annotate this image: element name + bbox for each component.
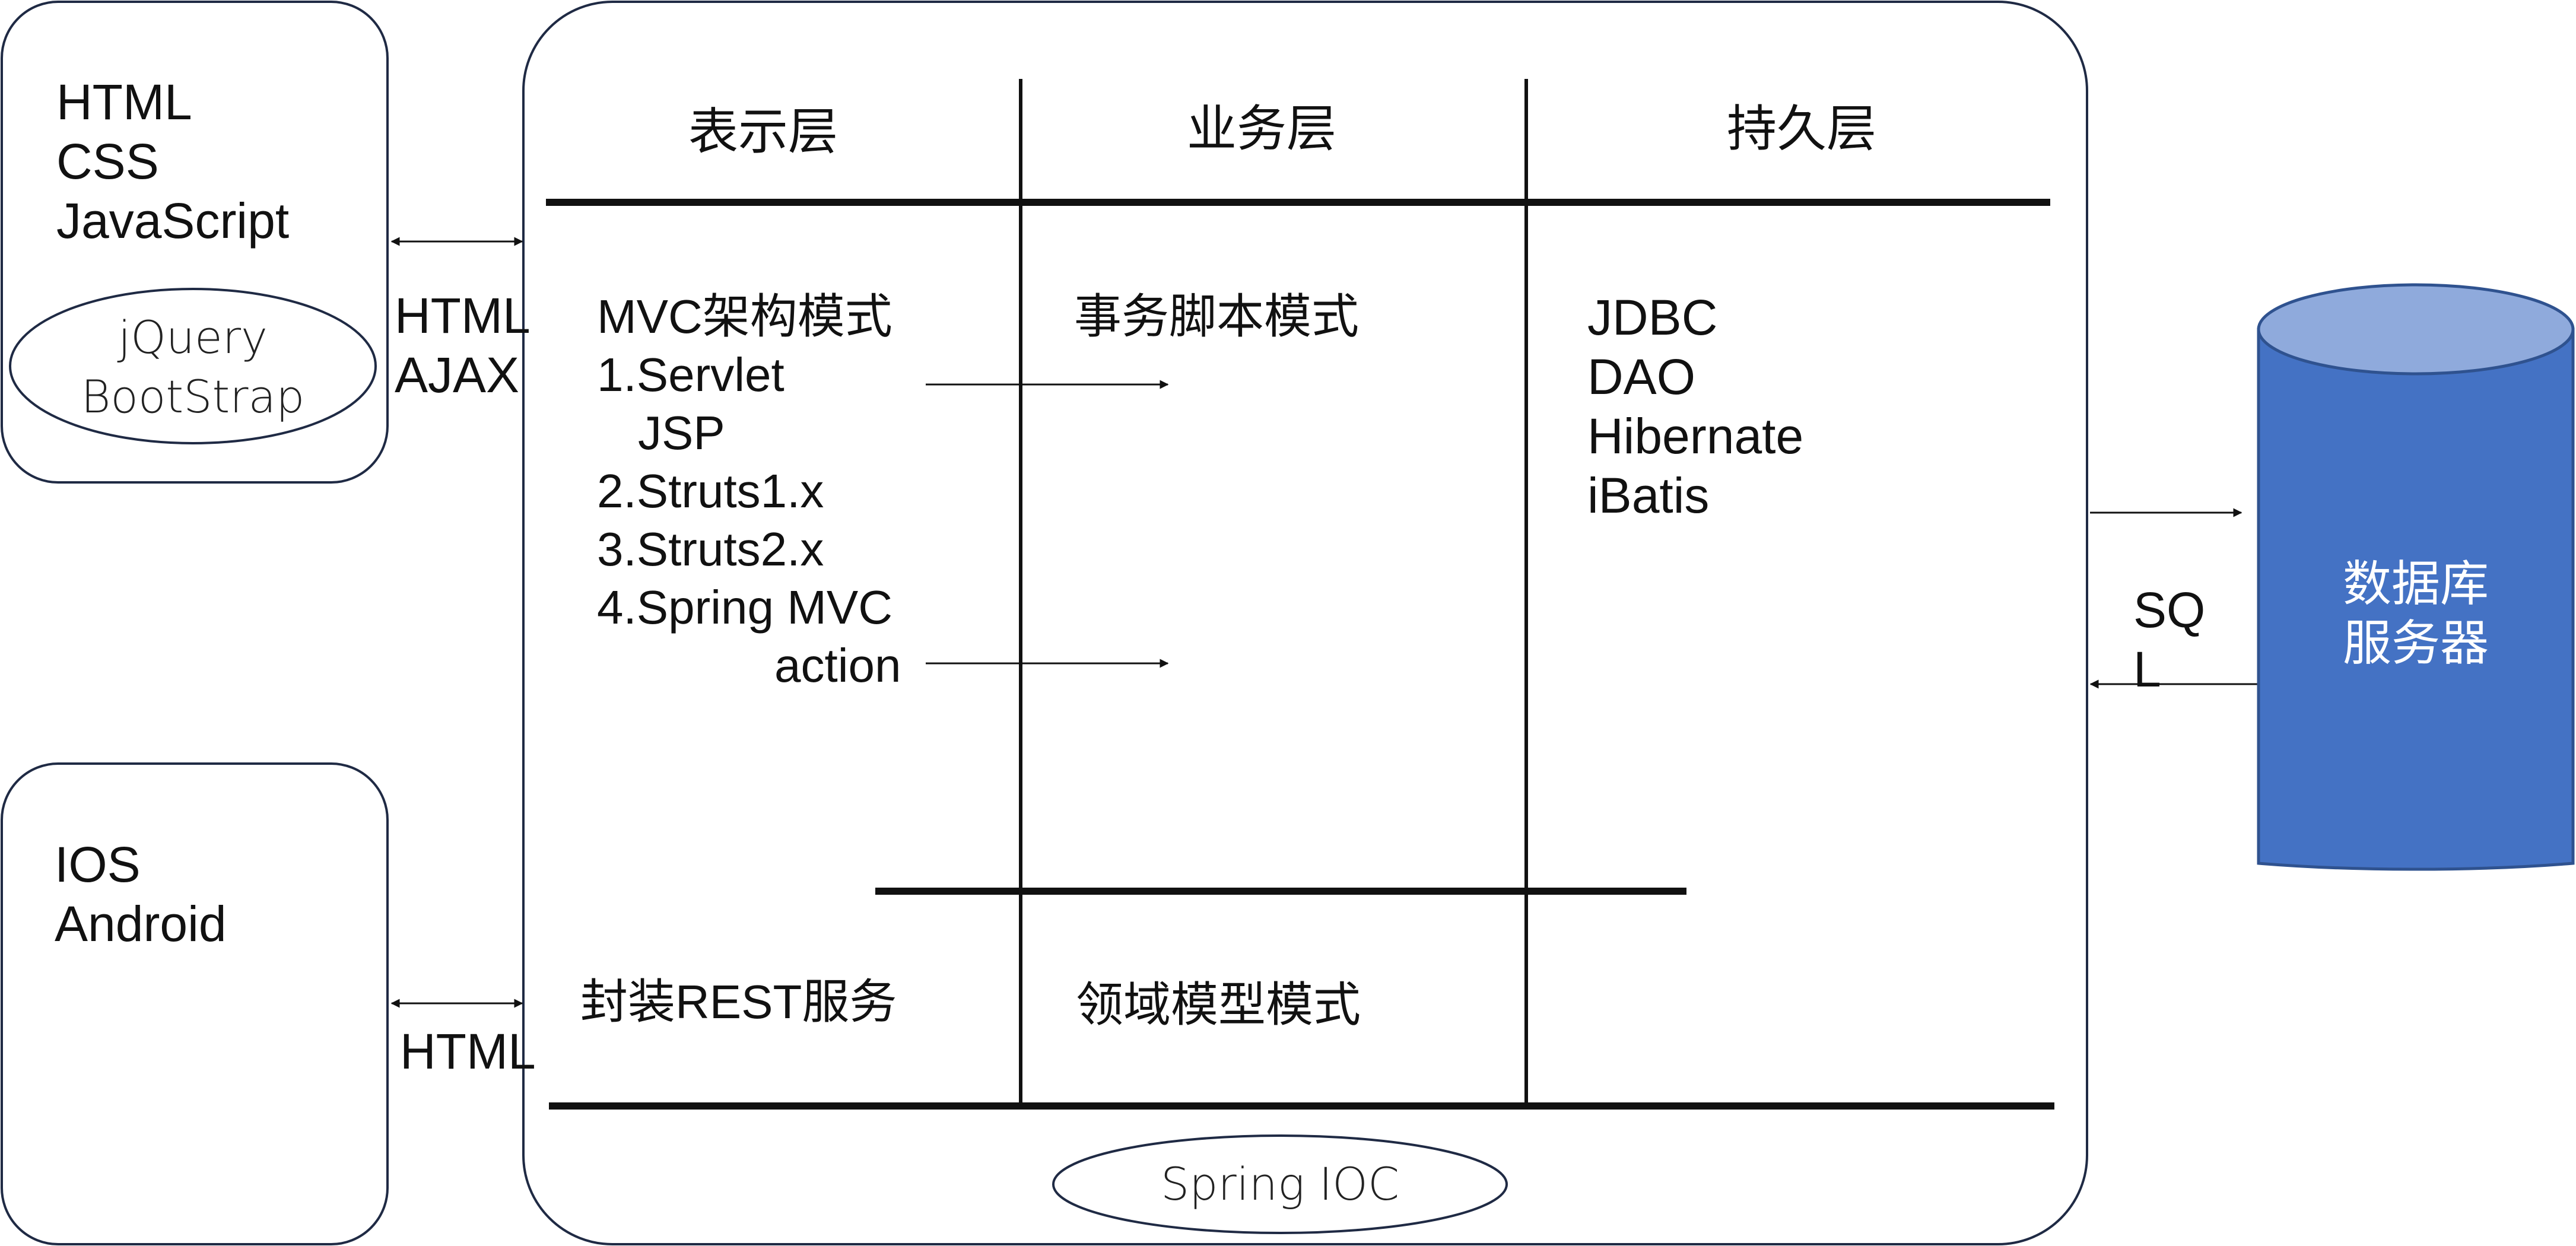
- presentation-servlet: 1.Servlet: [597, 348, 784, 401]
- library-bootstrap: BootStrap: [81, 370, 305, 423]
- browser-tech-html: HTML: [56, 74, 192, 130]
- server-box: [522, 1, 2088, 1245]
- mobile-client-box: [1, 762, 389, 1245]
- sql-label-line1: SQ: [2133, 582, 2206, 638]
- presentation-struts2: 3.Struts2.x: [597, 523, 824, 576]
- mobile-android: Android: [55, 896, 227, 952]
- browser-client-box: [1, 1, 389, 484]
- presentation-action: action: [774, 639, 901, 692]
- browser-tech-css: CSS: [56, 134, 159, 189]
- spring-ioc-label: Spring IOC: [1160, 1158, 1400, 1210]
- presentation-spring-mvc: 4.Spring MVC: [597, 581, 892, 634]
- jquery-bootstrap-ellipse: [9, 288, 377, 444]
- jquery-bootstrap-label: jQuery BootStrap: [15, 308, 371, 427]
- browser-tech-js: JavaScript: [56, 193, 290, 249]
- column-header-presentation: 表示层: [688, 104, 838, 160]
- column-header-business: 业务层: [1187, 101, 1337, 157]
- persistence-hibernate: Hibernate: [1587, 408, 1804, 464]
- rest-service-label: 封装REST服务: [580, 975, 897, 1028]
- persistence-dao: DAO: [1587, 349, 1696, 405]
- persistence-list: JDBC DAO Hibernate iBatis: [1587, 288, 1803, 525]
- business-domain-model: 领域模型模式: [1076, 978, 1361, 1031]
- mobile-platform-list: IOS Android: [55, 835, 227, 953]
- database-label-line2: 服务器: [2342, 616, 2489, 670]
- mobile-ios: IOS: [55, 837, 141, 892]
- persistence-ibatis: iBatis: [1587, 468, 1710, 523]
- presentation-struts1: 2.Struts1.x: [597, 465, 824, 517]
- database-cylinder: [2257, 283, 2575, 871]
- browser-link-label: HTML AJAX: [395, 286, 531, 405]
- browser-link-ajax: AJAX: [395, 347, 520, 403]
- persistence-jdbc: JDBC: [1587, 290, 1718, 345]
- spring-ioc-ellipse: [1052, 1134, 1508, 1234]
- sql-label-line2: L: [2133, 641, 2161, 697]
- presentation-jsp: JSP: [638, 406, 725, 459]
- browser-tech-list: HTML CSS JavaScript: [56, 72, 289, 250]
- sql-label: SQ L: [2133, 580, 2205, 699]
- business-transaction-script: 事务脚本模式: [1074, 290, 1359, 343]
- presentation-mvc: MVC架构模式: [597, 290, 892, 343]
- database-label-line1: 数据库: [2342, 557, 2489, 611]
- mobile-link-label: HTML: [400, 1024, 536, 1079]
- database-label: 数据库 服务器: [2259, 555, 2573, 673]
- browser-link-html: HTML: [395, 288, 531, 344]
- column-header-persistence: 持久层: [1727, 101, 1877, 157]
- library-jquery: jQuery: [117, 311, 268, 364]
